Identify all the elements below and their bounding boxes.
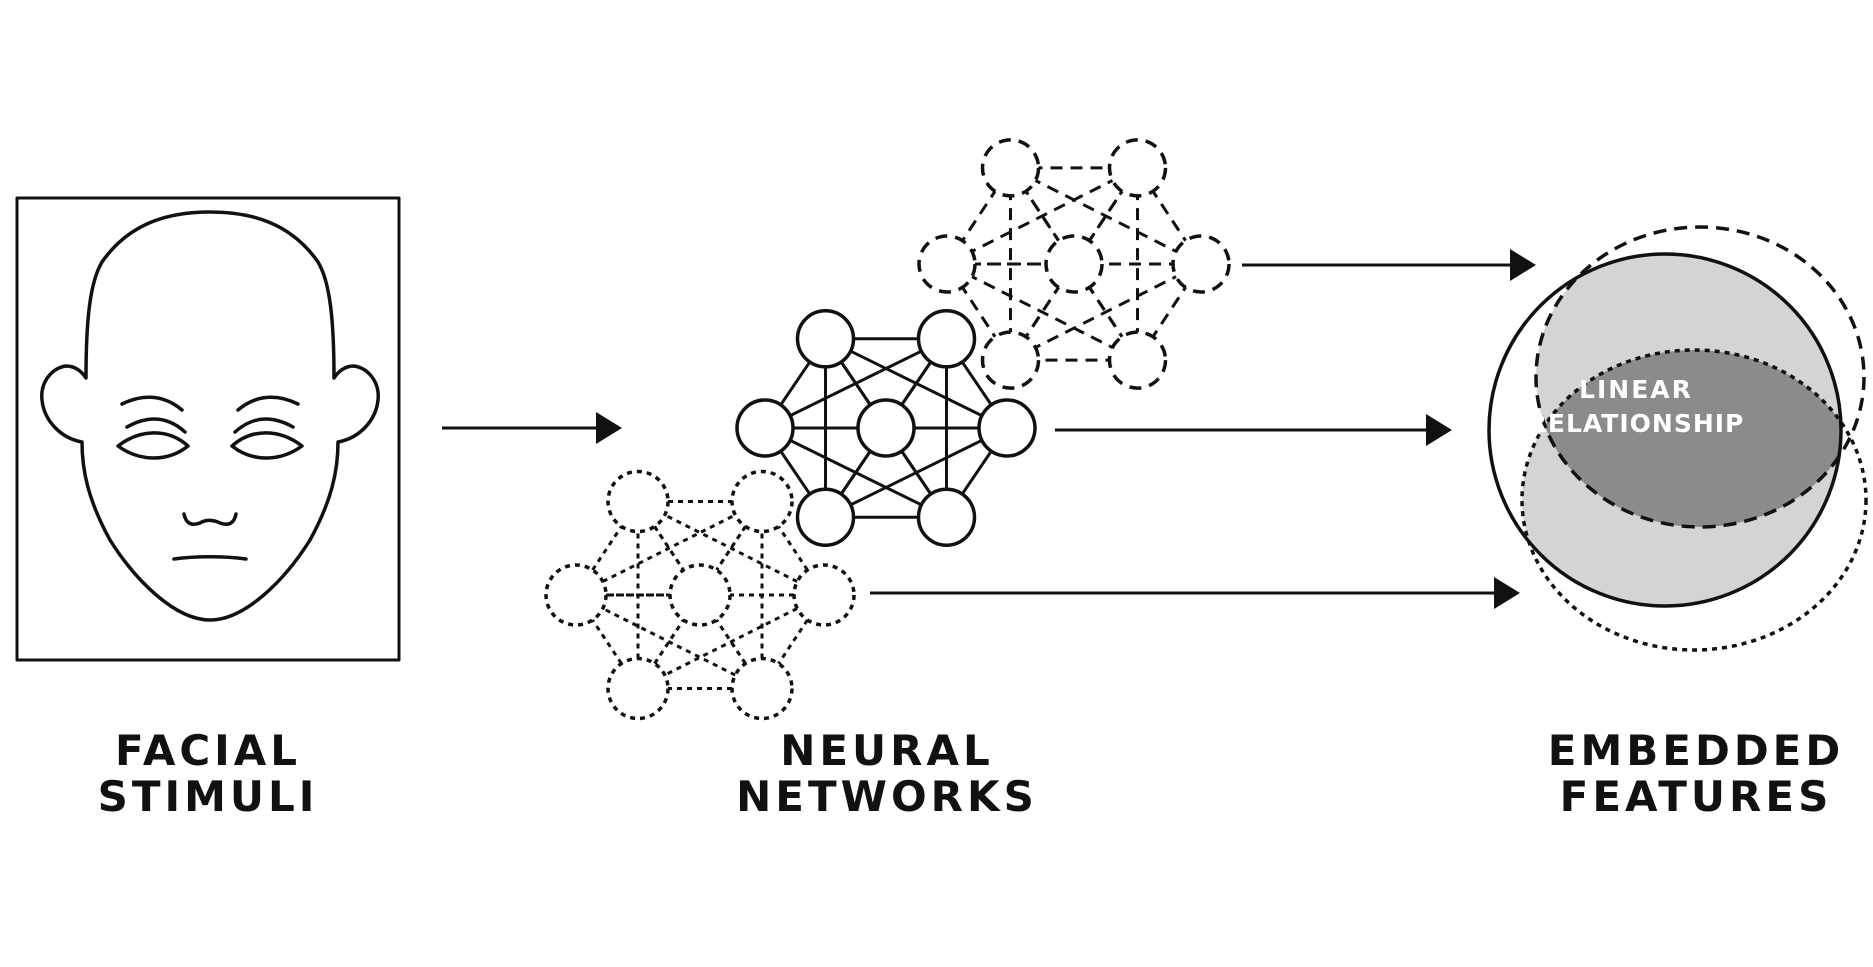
network-node bbox=[916, 487, 977, 547]
arrow-icon bbox=[442, 249, 1536, 609]
label-facial-stimuli-line-2: STIMULI bbox=[97, 772, 319, 821]
network-node bbox=[795, 309, 856, 369]
network-edge bbox=[575, 500, 763, 597]
neural-network-icon bbox=[544, 469, 856, 721]
dotted-feature-circle bbox=[1520, 348, 1868, 652]
right-eye bbox=[230, 431, 304, 460]
network-node bbox=[917, 234, 977, 294]
label-facial-stimuli-line-1: FACIAL bbox=[114, 726, 302, 775]
network-edge bbox=[946, 262, 1139, 362]
solid-feature-circle bbox=[1487, 252, 1843, 608]
network-node bbox=[980, 330, 1041, 390]
left-lid bbox=[125, 417, 187, 434]
label-embedded-features: EMBEDDED FEATURES bbox=[1516, 728, 1873, 820]
label-neural-networks: NEURAL NETWORKS bbox=[707, 728, 1067, 820]
network-node bbox=[668, 563, 732, 627]
right-brow bbox=[236, 395, 300, 412]
network-node bbox=[1171, 234, 1231, 294]
network-node bbox=[730, 469, 794, 534]
neural-network-icon bbox=[917, 138, 1231, 390]
face-icon bbox=[15, 196, 401, 662]
network-node bbox=[916, 309, 977, 369]
neural-network-icon bbox=[735, 309, 1037, 547]
network-node bbox=[1107, 138, 1168, 198]
label-embedded-features-line-2: FEATURES bbox=[1559, 772, 1833, 821]
head-outline bbox=[40, 210, 380, 622]
network-edge bbox=[637, 500, 825, 597]
nose bbox=[182, 512, 238, 527]
label-neural-networks-line-1: NEURAL bbox=[780, 726, 994, 775]
label-facial-stimuli: FACIAL STIMULI bbox=[28, 728, 388, 820]
left-brow bbox=[120, 395, 184, 412]
network-edge bbox=[637, 593, 825, 690]
network-node bbox=[735, 398, 795, 458]
venn-label-line-2: RELATIONSHIP bbox=[1528, 409, 1745, 438]
linear-relationship-region bbox=[1536, 350, 1841, 527]
network-node bbox=[544, 563, 608, 627]
network-node bbox=[856, 398, 916, 458]
network-node bbox=[730, 656, 794, 721]
network-node bbox=[1044, 234, 1104, 294]
label-neural-networks-line-2: NETWORKS bbox=[736, 772, 1038, 821]
left-eye bbox=[116, 431, 190, 460]
network-edge bbox=[1009, 166, 1202, 266]
dashed-feature-circle bbox=[1534, 225, 1866, 529]
network-node bbox=[795, 487, 856, 547]
network-node bbox=[792, 563, 856, 627]
mouth bbox=[172, 555, 248, 561]
network-node bbox=[977, 398, 1037, 458]
network-edge bbox=[946, 166, 1139, 266]
network-node bbox=[606, 469, 670, 534]
network-node bbox=[980, 138, 1041, 198]
network-edge bbox=[1009, 262, 1202, 362]
label-embedded-features-line-1: EMBEDDED bbox=[1547, 726, 1845, 775]
venn-label-line-1: LINEAR bbox=[1579, 375, 1693, 404]
right-lid bbox=[233, 417, 295, 434]
network-node bbox=[606, 656, 670, 721]
network-node bbox=[1107, 330, 1168, 390]
stimulus-frame bbox=[15, 196, 401, 662]
venn-diagram-icon: LINEAR RELATIONSHIP bbox=[1487, 225, 1868, 652]
network-edge bbox=[575, 593, 763, 690]
